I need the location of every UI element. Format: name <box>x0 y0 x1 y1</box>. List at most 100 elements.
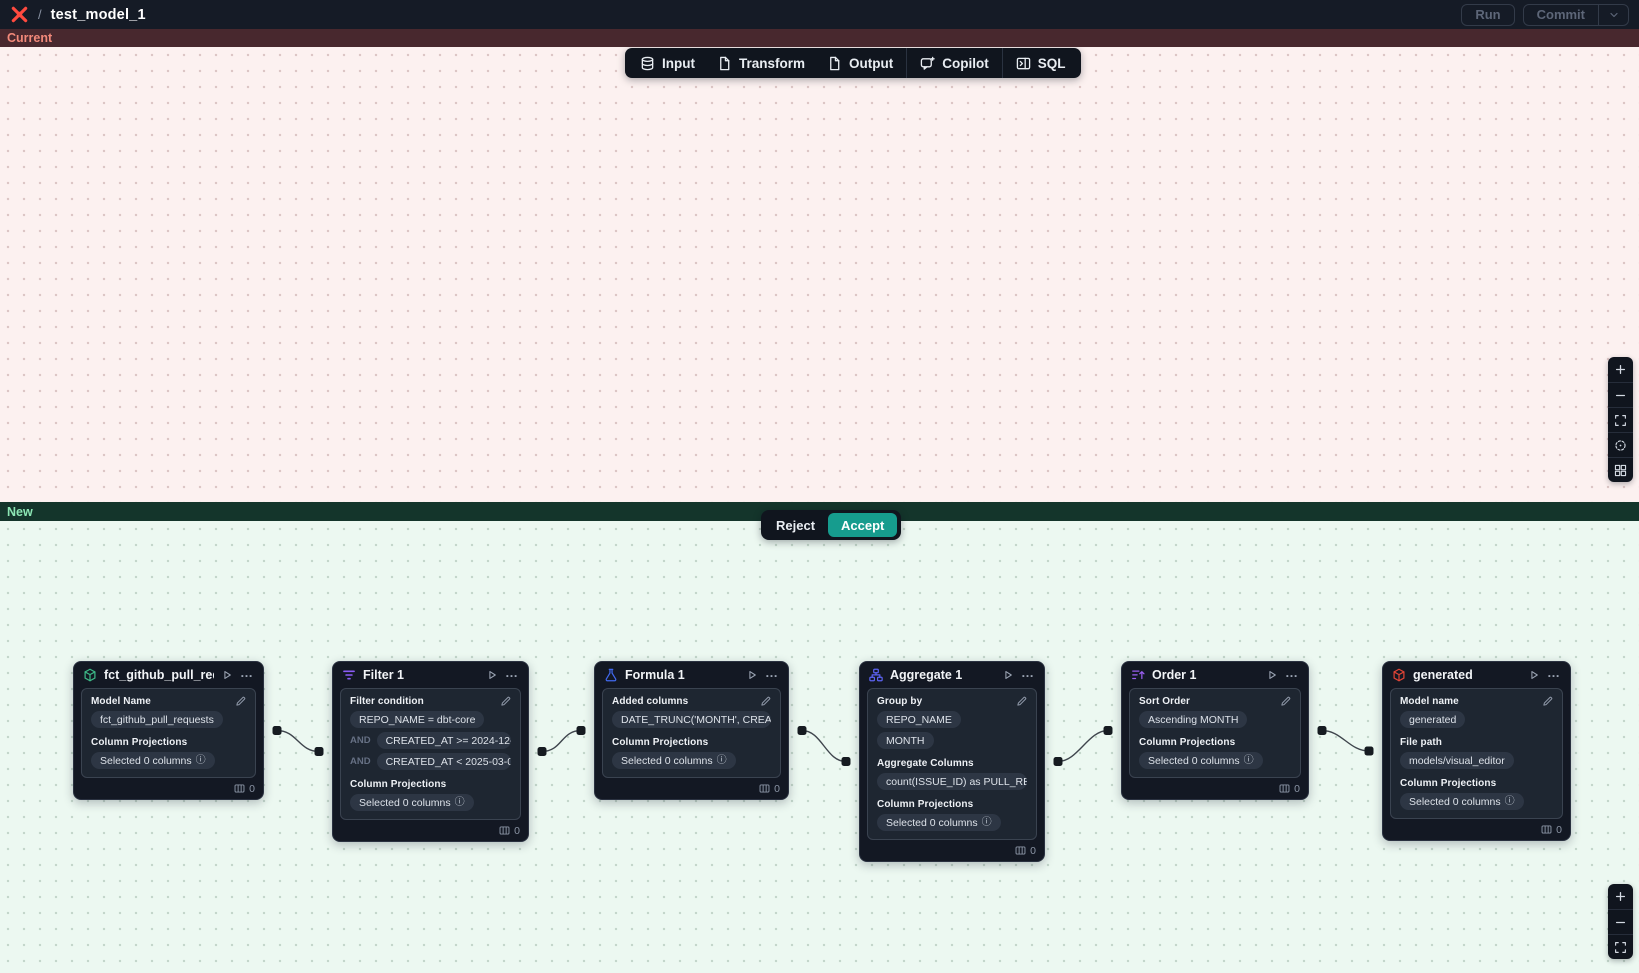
toolbar-item-sql[interactable]: SQL <box>1005 48 1077 78</box>
edit-pencil-icon[interactable] <box>235 695 247 707</box>
copilot-icon <box>920 56 935 71</box>
zoom-in-button[interactable] <box>1608 357 1633 382</box>
node-menu-ellipsis-icon[interactable]: … <box>1285 665 1299 680</box>
value-chip[interactable]: DATE_TRUNC('MONTH', CREATED_AT… <box>612 711 771 729</box>
node-menu-ellipsis-icon[interactable]: … <box>765 665 779 680</box>
value-chip[interactable]: fct_github_pull_requests <box>91 711 223 729</box>
edit-pencil-icon[interactable] <box>1280 695 1292 707</box>
new-zoom-controls <box>1608 884 1633 959</box>
value-chip[interactable]: REPO_NAME <box>877 711 961 729</box>
zoom-out-button[interactable] <box>1608 909 1633 934</box>
node-menu-ellipsis-icon[interactable]: … <box>505 665 519 680</box>
edit-pencil-icon[interactable] <box>760 695 772 707</box>
toolbar-item-input[interactable]: Input <box>629 48 706 78</box>
commit-button[interactable]: Commit <box>1536 7 1585 22</box>
new-canvas[interactable]: fct_github_pull_requests…Model Namefct_g… <box>0 521 1639 973</box>
run-button[interactable]: Run <box>1461 3 1515 26</box>
info-icon[interactable]: ⓘ <box>716 754 727 766</box>
dbt-logo-icon[interactable] <box>10 5 29 24</box>
play-node-icon[interactable] <box>1266 669 1278 681</box>
zoom-in-icon <box>1614 890 1627 903</box>
new-pane: New Reject Accept fct_github_pull_reques… <box>0 502 1639 973</box>
value-chip[interactable]: models/visual_editor <box>1400 752 1514 770</box>
edit-pencil-icon[interactable] <box>1542 695 1554 707</box>
edit-pencil-icon[interactable] <box>1016 695 1028 707</box>
play-node-icon[interactable] <box>1528 669 1540 681</box>
zoom-out-button[interactable] <box>1608 382 1633 407</box>
node-header[interactable]: Filter 1… <box>333 662 528 688</box>
reject-button[interactable]: Reject <box>765 518 826 533</box>
node-menu-ellipsis-icon[interactable]: … <box>240 665 254 680</box>
node-header[interactable]: Formula 1… <box>595 662 788 688</box>
field-label: Column Projections <box>1139 737 1236 749</box>
accept-button[interactable]: Accept <box>828 513 898 537</box>
columns-count: 0 <box>1030 844 1036 857</box>
locate-button[interactable] <box>1608 432 1633 457</box>
minimap-button[interactable] <box>1608 457 1633 482</box>
node-header[interactable]: Order 1… <box>1122 662 1308 688</box>
info-icon[interactable]: ⓘ <box>454 796 465 808</box>
columns-count-icon <box>234 783 245 794</box>
node-footer: 0 <box>595 778 788 799</box>
value-chip[interactable]: CREATED_AT < 2025-03-01 <box>376 753 511 771</box>
info-icon[interactable]: ⓘ <box>1243 754 1254 766</box>
node-header[interactable]: Aggregate 1… <box>860 662 1044 688</box>
play-node-icon[interactable] <box>1002 669 1014 681</box>
toolbar-item-label: Transform <box>739 55 806 71</box>
toolbar-item-output[interactable]: Output <box>816 48 904 78</box>
value-chip[interactable]: MONTH <box>877 732 934 750</box>
play-node-icon[interactable] <box>486 669 498 681</box>
fit-view-button[interactable] <box>1608 934 1633 959</box>
value-chip[interactable]: generated <box>1400 711 1466 729</box>
database-icon <box>640 56 655 71</box>
node-footer: 0 <box>1383 819 1570 840</box>
toolbar-item-copilot[interactable]: Copilot <box>909 48 1000 78</box>
cube-node-icon <box>1392 668 1406 682</box>
node-header[interactable]: generated… <box>1383 662 1570 688</box>
zoom-in-button[interactable] <box>1608 884 1633 909</box>
play-node-icon[interactable] <box>746 669 758 681</box>
info-icon[interactable]: ⓘ <box>195 754 206 766</box>
fit-view-button[interactable] <box>1608 407 1633 432</box>
value-chip[interactable]: count(ISSUE_ID) as PULL_REQUEST_… <box>877 773 1027 791</box>
commit-split-button[interactable]: Commit <box>1522 3 1629 26</box>
info-icon[interactable]: ⓘ <box>981 816 992 828</box>
edit-pencil-icon[interactable] <box>500 695 512 707</box>
value-chip[interactable]: CREATED_AT >= 2024-12-01 <box>376 732 511 750</box>
node-footer: 0 <box>1122 778 1308 799</box>
toolbar-item-transform[interactable]: Transform <box>706 48 816 78</box>
node-header[interactable]: fct_github_pull_requests… <box>74 662 263 688</box>
node-menu-ellipsis-icon[interactable]: … <box>1021 665 1035 680</box>
value-chip[interactable]: REPO_NAME = dbt-core <box>350 711 485 729</box>
value-chip[interactable]: Ascending MONTH <box>1139 711 1248 729</box>
node-menu-ellipsis-icon[interactable]: … <box>1547 665 1561 680</box>
node-fct-github-pull-requests[interactable]: fct_github_pull_requests…Model Namefct_g… <box>73 661 264 801</box>
play-node-icon[interactable] <box>221 669 233 681</box>
commit-chevron-down-icon[interactable] <box>1598 4 1628 25</box>
info-icon[interactable]: ⓘ <box>1504 795 1515 807</box>
